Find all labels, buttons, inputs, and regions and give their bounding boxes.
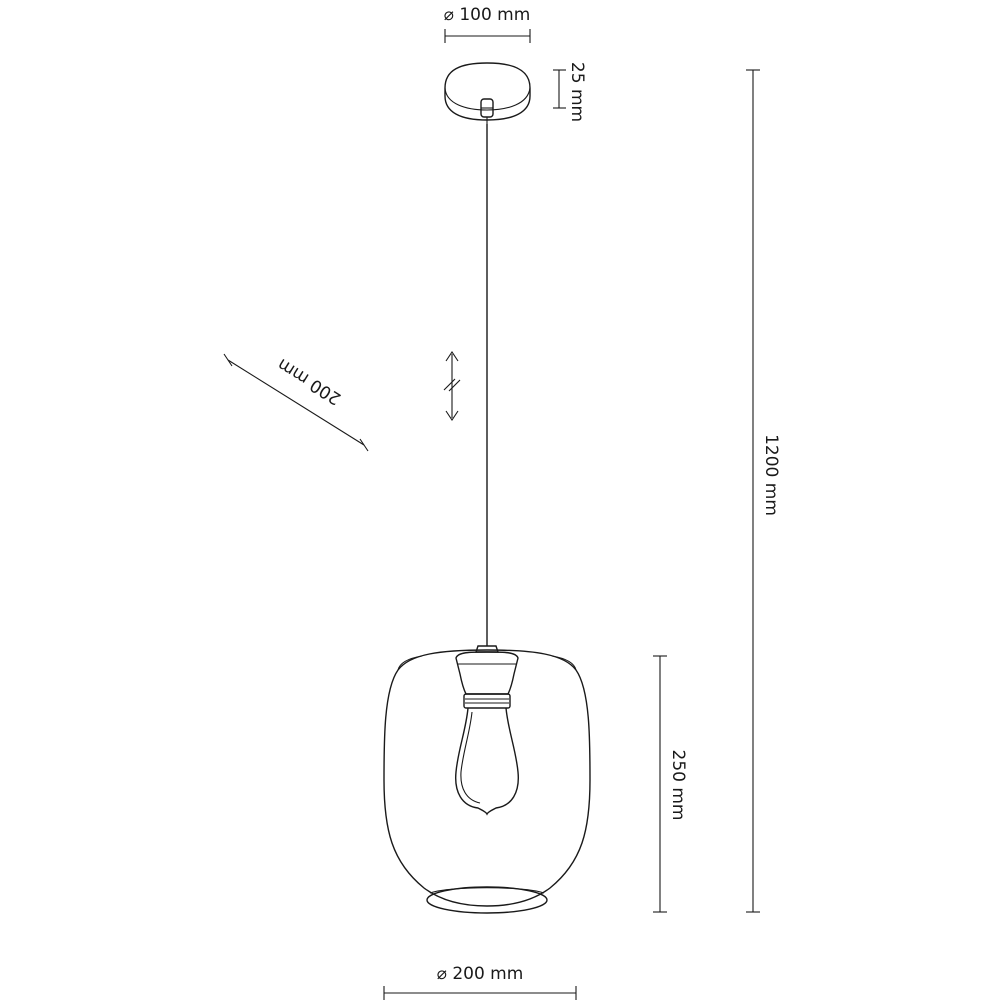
canopy-height-label: 25 mm: [567, 62, 587, 122]
canopy-diameter-label: ⌀ 100 mm: [444, 5, 531, 25]
canopy-height-dimension: 25 mm: [553, 62, 587, 122]
adjustable-length-icon: [443, 351, 461, 421]
edison-bulb: [455, 707, 519, 816]
shade-height-label: 250 mm: [668, 750, 688, 821]
lamp-socket: [455, 645, 519, 709]
shade-depth-label: 200 mm: [274, 354, 345, 409]
canopy: [444, 62, 531, 124]
total-height-dimension: 1200 mm: [746, 69, 781, 913]
canopy-diameter-dimension: ⌀ 100 mm: [444, 5, 531, 43]
shade-depth-dimension: 200 mm: [223, 353, 369, 452]
shade-diameter-dimension: ⌀ 200 mm: [383, 964, 577, 1000]
total-height-label: 1200 mm: [761, 434, 781, 516]
shade-diameter-label: ⌀ 200 mm: [437, 964, 524, 984]
glass-shade: [383, 649, 591, 914]
shade-height-dimension: 250 mm: [653, 655, 688, 913]
